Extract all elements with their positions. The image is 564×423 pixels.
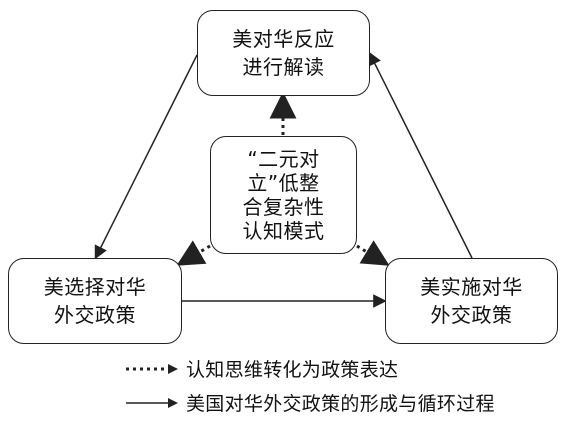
- legend-solid-row: 美国对华外交政策的形成与循环过程: [124, 389, 495, 416]
- solid-arrow-legend-icon: [126, 397, 178, 408]
- legend-dotted-label: 认知思维转化为政策表达: [186, 359, 399, 381]
- legend-dotted-row: 认知思维转化为政策表达: [124, 355, 398, 382]
- node-implement-policy: 美实施对华 外交政策: [385, 258, 558, 344]
- legend-solid-label: 美国对华外交政策的形成与循环过程: [186, 393, 495, 415]
- node-interpret-china-response: 美对华反应 进行解读: [197, 10, 370, 96]
- dotted-arrow-legend-icon: [126, 363, 178, 374]
- dotted-arrow-center-to-right: [356, 240, 390, 266]
- arrow-top-to-left: [94, 54, 198, 260]
- arrow-right-to-top: [368, 51, 473, 259]
- dotted-arrow-center-to-left: [176, 240, 211, 266]
- node-select-policy: 美选择对华 外交政策: [8, 258, 182, 344]
- node-cognitive-mode: “二元对 立”低整 合复杂性 认知模式: [210, 136, 357, 254]
